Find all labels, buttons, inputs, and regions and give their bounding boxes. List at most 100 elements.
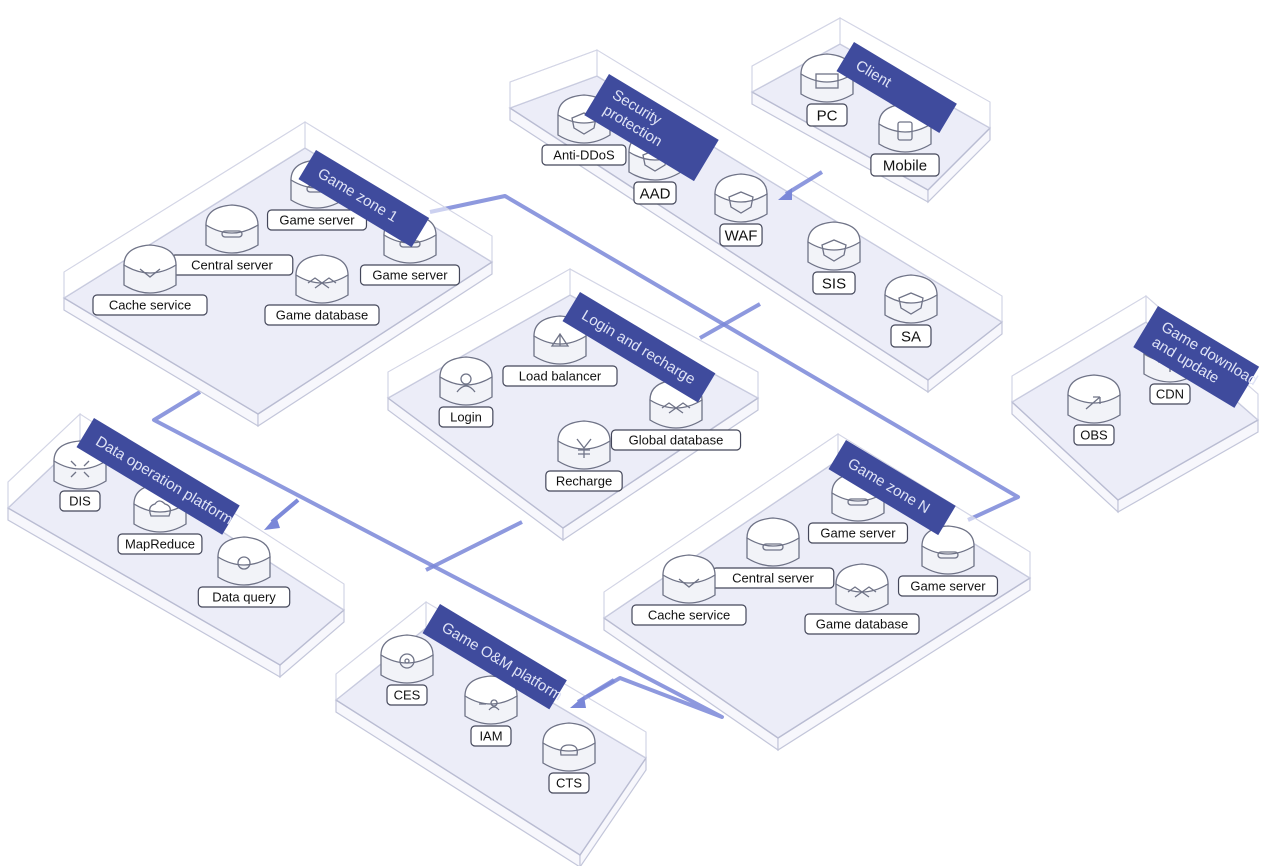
cache-glyph — [678, 578, 700, 588]
node-central-server[interactable]: Central server — [711, 517, 835, 589]
node-block-face — [884, 274, 938, 304]
node-label-box — [438, 406, 494, 428]
server-glyph — [221, 230, 243, 238]
platform-wall-rim — [63, 121, 493, 273]
zone-banner-shape — [298, 150, 430, 248]
node-iam[interactable]: IAM — [464, 675, 518, 747]
node-block-body — [921, 545, 975, 575]
database-glyph — [661, 402, 691, 414]
node-cache-service[interactable]: Cache service — [92, 244, 208, 316]
database-icon — [307, 277, 337, 289]
node-label-box — [541, 144, 627, 166]
node-block-body — [217, 556, 271, 586]
node-block-face — [542, 722, 596, 752]
node-label: SA — [901, 328, 921, 345]
node-block-body — [380, 654, 434, 684]
node-label-box — [502, 365, 618, 387]
node-label: Central server — [732, 571, 814, 586]
node-label-box — [1149, 383, 1191, 405]
node-block-body — [807, 241, 861, 271]
shield-glyph — [821, 239, 847, 262]
stream-icon — [70, 460, 90, 478]
node-waf[interactable]: WAF — [714, 173, 768, 247]
node-label-box — [631, 604, 747, 626]
node-recharge[interactable]: Recharge — [545, 420, 623, 492]
node-label: MapReduce — [125, 537, 195, 552]
monitor-icon — [399, 653, 415, 669]
node-label: CTS — [556, 776, 582, 791]
node-block-body — [831, 492, 885, 522]
identity-icon — [479, 699, 500, 711]
node-game-database[interactable]: Game database — [264, 254, 380, 326]
node-label-box — [804, 613, 920, 635]
node-obs[interactable]: OBS — [1067, 374, 1121, 446]
arrow-layer — [264, 170, 824, 708]
node-label-box — [890, 324, 932, 348]
node-cache-service[interactable]: Cache service — [631, 554, 747, 626]
shield-icon — [728, 191, 754, 214]
node-label-box — [470, 725, 512, 747]
pc-icon — [815, 73, 839, 89]
zone-banner-shape — [1133, 306, 1260, 408]
node-label-box — [264, 304, 380, 326]
node-block-body — [714, 193, 768, 223]
node-label: Load balancer — [519, 369, 602, 384]
node-block-face — [662, 554, 716, 584]
database-glyph — [307, 277, 337, 289]
monitor-dot-glyph — [404, 658, 410, 664]
database-icon — [661, 402, 691, 414]
node-mobile[interactable]: Mobile — [870, 103, 940, 177]
node-label: IAM — [479, 729, 502, 744]
node-global-database[interactable]: Global database — [610, 379, 742, 451]
node-block-face — [217, 536, 271, 566]
node-label: Login — [450, 410, 482, 425]
yuan-glyph — [576, 438, 592, 458]
node-login[interactable]: Login — [438, 356, 494, 428]
connector-zone1-to-security — [429, 194, 1020, 522]
node-label: Central server — [191, 258, 273, 273]
node-game-server[interactable]: Game server — [897, 525, 999, 597]
node-mapreduce[interactable]: MapReduce — [117, 483, 203, 555]
node-label-box — [548, 772, 590, 794]
node-block-body — [464, 695, 518, 725]
zone-banner-shape — [76, 418, 240, 535]
node-game-server[interactable]: Game server — [359, 214, 461, 286]
node-block-body — [878, 123, 932, 153]
user-icon — [456, 373, 476, 393]
node-label: Cache service — [648, 608, 730, 623]
node-label-box — [807, 522, 909, 544]
node-cts[interactable]: CTS — [542, 722, 596, 794]
database-glyph — [847, 586, 877, 598]
node-pc[interactable]: PC — [800, 53, 854, 127]
node-ces[interactable]: CES — [380, 634, 434, 706]
node-block-face — [714, 173, 768, 203]
node-label: CES — [394, 688, 421, 703]
node-label: Cache service — [109, 298, 191, 313]
server-glyph — [937, 551, 959, 559]
node-label: Game database — [276, 308, 369, 323]
node-data-query[interactable]: Data query — [197, 536, 291, 608]
node-game-database[interactable]: Game database — [804, 563, 920, 635]
node-central-server[interactable]: Central server — [170, 204, 294, 276]
node-label-box — [610, 429, 742, 451]
platform-wall-rim — [603, 433, 1031, 593]
zone-banner-shape — [562, 292, 716, 403]
node-sa[interactable]: SA — [884, 274, 938, 348]
mobile-glyph — [897, 121, 913, 141]
node-block-body — [662, 574, 716, 604]
node-dis[interactable]: DIS — [53, 440, 107, 512]
node-block-face — [439, 356, 493, 386]
cache-icon — [678, 578, 700, 588]
node-block-body — [746, 537, 800, 567]
node-label-box — [870, 153, 940, 177]
user-head-glyph — [460, 373, 472, 385]
node-label: Anti-DDoS — [553, 148, 615, 163]
node-sis[interactable]: SIS — [807, 221, 861, 295]
node-block-body — [53, 460, 107, 490]
server-icon — [762, 543, 784, 551]
database-icon — [847, 586, 877, 598]
